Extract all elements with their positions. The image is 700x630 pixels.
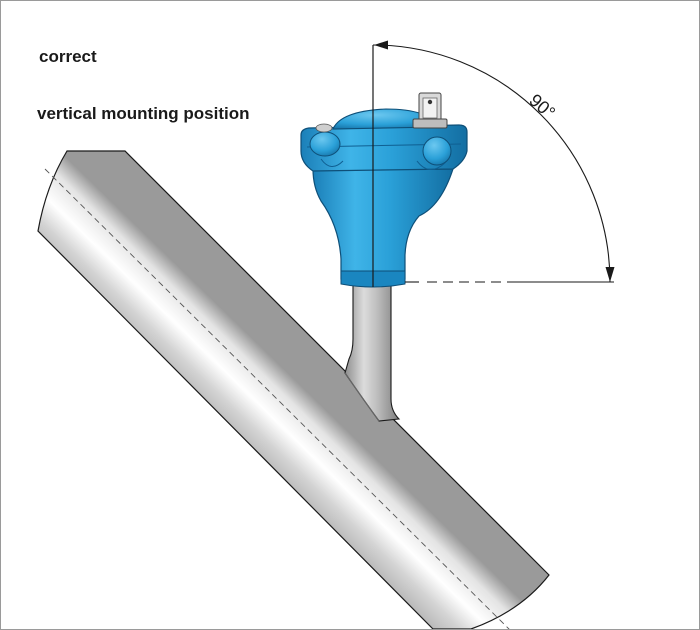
- mounting-position-label: vertical mounting position: [37, 104, 250, 123]
- pipe: [37, 150, 550, 629]
- sensor-head: [300, 92, 468, 288]
- angle-label: 90°: [525, 90, 559, 123]
- arc-arrow-bottom: [605, 267, 615, 282]
- cable-gland: [412, 92, 448, 129]
- stem: [344, 282, 401, 422]
- arc-arrow-top: [374, 40, 388, 50]
- status-label: correct: [39, 47, 97, 66]
- angle-arc: [372, 40, 615, 283]
